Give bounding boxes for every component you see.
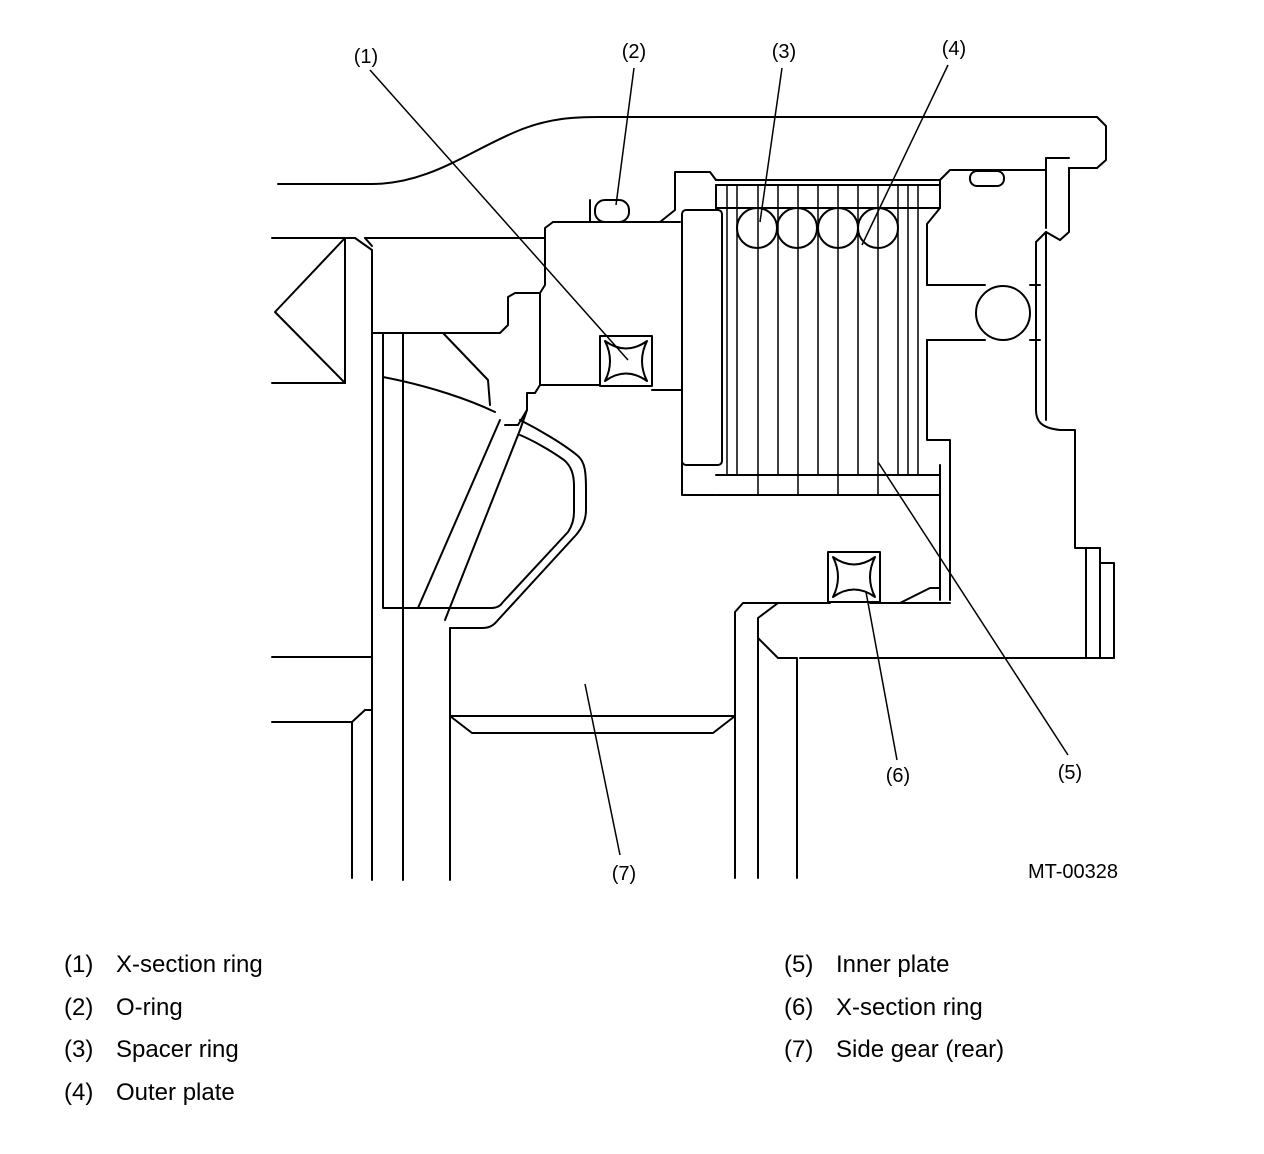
housing-outline: [277, 116, 1107, 241]
o-ring-small: [969, 170, 1005, 187]
side-gear: [449, 602, 781, 717]
legend-item: (6) X-section ring: [784, 987, 1004, 1030]
legend-item: (5) Inner plate: [784, 944, 1004, 987]
legend-number: (6): [784, 993, 814, 1021]
legend-number: (1): [64, 951, 94, 978]
legend-number: (4): [64, 1078, 94, 1106]
o-ring: [594, 199, 630, 223]
callout-3: (3): [772, 41, 796, 63]
legend-number: (2): [64, 993, 94, 1021]
legend-label: Spacer ring: [116, 1036, 239, 1063]
callout-2: (2): [622, 41, 646, 63]
legend-item: (3) Spacer ring: [64, 1029, 263, 1072]
legend-label: O-ring: [116, 993, 183, 1021]
legend-label: Side gear (rear): [836, 1036, 1005, 1063]
figure-id: MT-00328: [1028, 861, 1118, 883]
legend-label: X-section ring: [836, 993, 983, 1021]
spacer-rings: [736, 207, 899, 249]
callout-5: (5): [1058, 762, 1082, 784]
legend-right: (5) Inner plate (6) X-section ring (7) Side…: [784, 944, 1004, 1072]
callout-7: (7): [612, 863, 636, 885]
legend-item: (4) Outer plate: [64, 1072, 263, 1115]
ball: [975, 285, 1031, 341]
callout-4: (4): [942, 38, 966, 60]
legend-number: (7): [784, 1036, 814, 1063]
legend-number: (5): [784, 951, 814, 978]
clutch-plates: [726, 185, 919, 495]
legend-item: (7) Side gear (rear): [784, 1029, 1004, 1072]
legend-label: X-section ring: [116, 951, 263, 978]
legend-item: (1) X-section ring: [64, 944, 263, 987]
pressure-plate: [681, 209, 723, 466]
legend-number: (3): [64, 1036, 94, 1063]
legend-item: (2) O-ring: [64, 987, 263, 1030]
callout-6: (6): [886, 765, 910, 787]
x-section-ring-1: [604, 340, 648, 382]
legend-left: (1) X-section ring (2) O-ring (3) Spacer ri…: [64, 944, 263, 1114]
callout-1: (1): [354, 46, 378, 68]
legend-label: Outer plate: [116, 1078, 235, 1106]
legend-label: Inner plate: [836, 951, 950, 978]
cross-section-diagram: (1) (2) (3) (4) (5) (6) (7) MT-00328: [271, 38, 1118, 885]
leader-lines: [369, 64, 1069, 856]
x-section-ring-6: [832, 556, 876, 598]
